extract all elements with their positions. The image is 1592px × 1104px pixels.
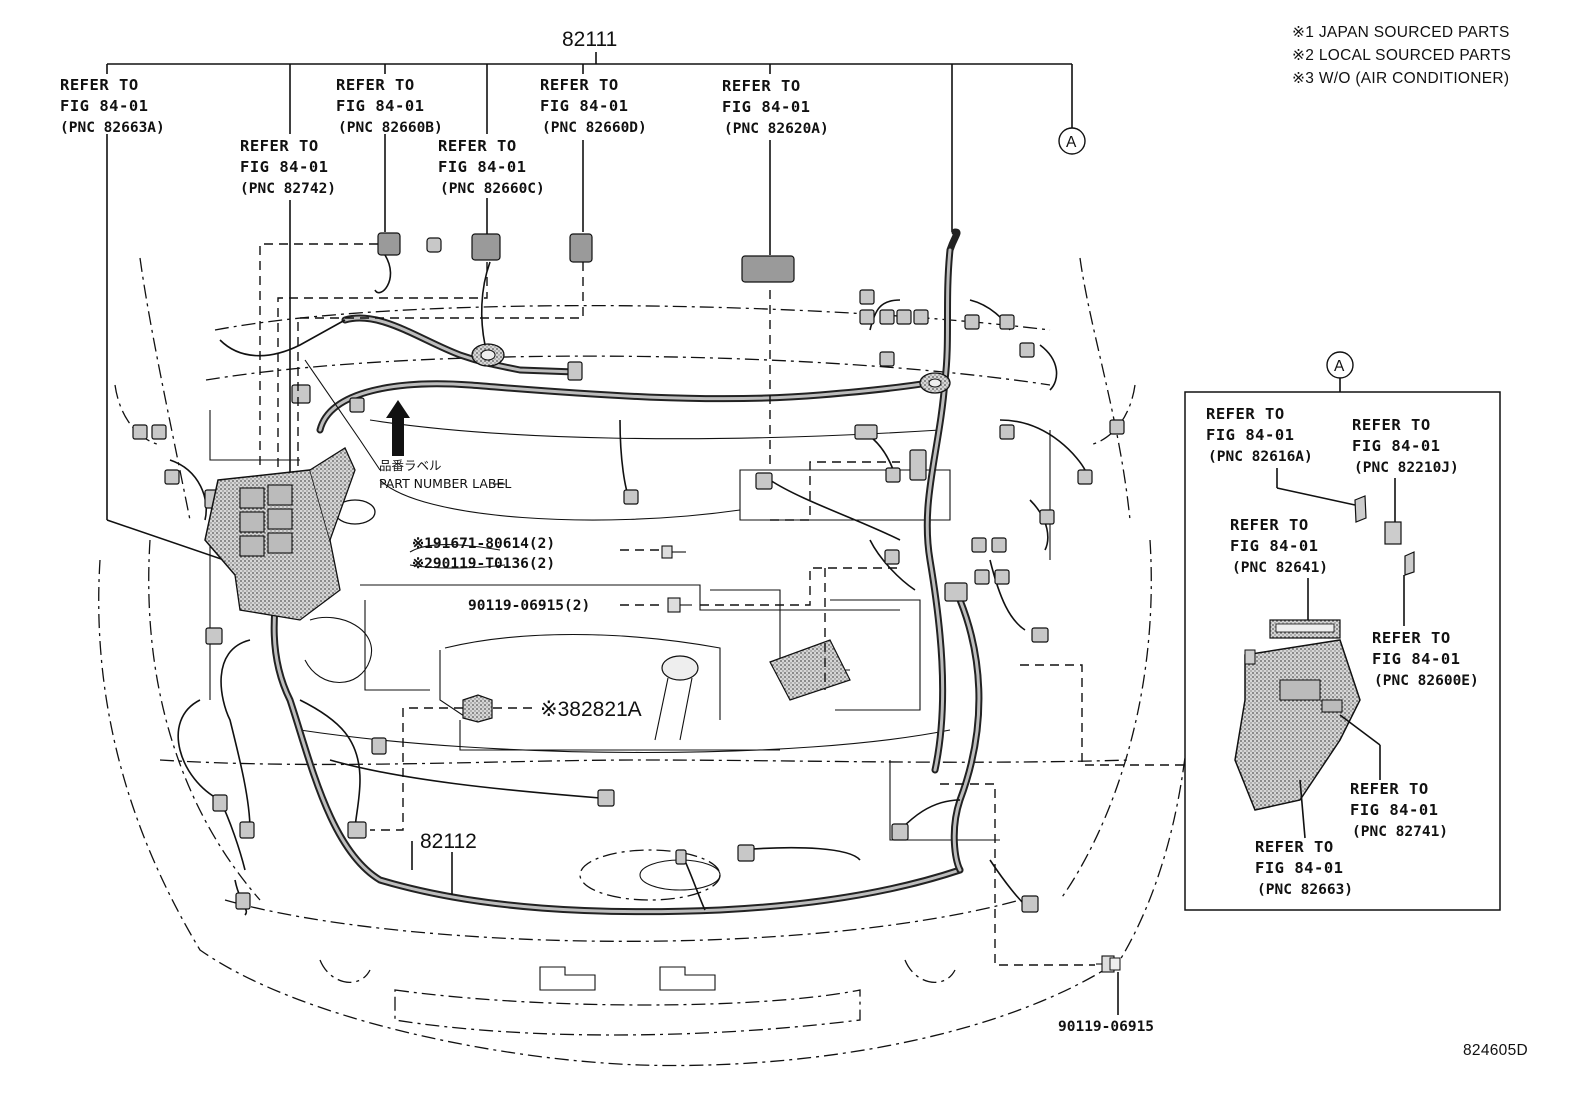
refer-label-82620a: REFER TO FIG 84-01 (PNC 82620A) <box>722 77 829 137</box>
inset-panel-a <box>1184 378 1501 911</box>
inset-refer-82663: REFER TO FIG 84-01 (PNC 82663) <box>1255 838 1353 898</box>
inset-refer-82641: REFER TO FIG 84-01 (PNC 82641) <box>1230 516 1328 576</box>
svg-text:(PNC 82616A): (PNC 82616A) <box>1208 449 1313 465</box>
svg-text:(PNC 82660B): (PNC 82660B) <box>338 120 443 136</box>
callout-a-inset: A <box>1334 358 1345 375</box>
inset-refer-82600e: REFER TO FIG 84-01 (PNC 82600E) <box>1372 629 1479 689</box>
svg-text:(PNC 82660D): (PNC 82660D) <box>542 120 647 136</box>
svg-text:(PNC 82663): (PNC 82663) <box>1257 882 1353 898</box>
fastener-labels: ※191671-80614(2) ※290119-T0136(2) 90119-… <box>412 536 590 614</box>
svg-text:REFER TO: REFER TO <box>1352 416 1431 434</box>
grommets <box>334 343 951 525</box>
notes: ※1 JAPAN SOURCED PARTS ※2 LOCAL SOURCED … <box>1292 24 1511 87</box>
svg-text:FIG 84-01: FIG 84-01 <box>1352 437 1441 455</box>
svg-text:REFER TO: REFER TO <box>60 76 139 94</box>
svg-text:FIG 84-01: FIG 84-01 <box>60 97 149 115</box>
fastener-icons <box>462 545 1121 973</box>
svg-text:REFER TO: REFER TO <box>1372 629 1451 647</box>
note-3: ※3 W/O (AIR CONDITIONER) <box>1292 70 1509 87</box>
svg-text:REFER TO: REFER TO <box>1255 838 1334 856</box>
svg-text:REFER TO: REFER TO <box>438 137 517 155</box>
refer-label-82663a: REFER TO FIG 84-01 (PNC 82663A) <box>60 76 165 136</box>
main-part-number: 82111 <box>562 28 617 51</box>
svg-text:(PNC 82741): (PNC 82741) <box>1352 824 1448 840</box>
svg-text:FIG 84-01: FIG 84-01 <box>1372 650 1461 668</box>
svg-text:FIG 84-01: FIG 84-01 <box>1230 537 1319 555</box>
callout-a-main: A <box>1066 134 1077 151</box>
junction-block-left <box>204 447 356 621</box>
diagram-id: 824605D <box>1463 1042 1528 1059</box>
svg-text:(PNC 82742): (PNC 82742) <box>240 181 336 197</box>
svg-text:(PNC 82641): (PNC 82641) <box>1232 560 1328 576</box>
callout-circles <box>1058 127 1354 379</box>
svg-text:REFER TO: REFER TO <box>1206 405 1285 423</box>
svg-text:(PNC 82620A): (PNC 82620A) <box>724 121 829 137</box>
svg-text:(PNC 82600E): (PNC 82600E) <box>1374 673 1479 689</box>
bottom-bolt-label: 90119-06915 <box>1058 1019 1154 1035</box>
leader-82112 <box>411 841 1119 1015</box>
svg-text:REFER TO: REFER TO <box>722 77 801 95</box>
connectors <box>132 232 1125 913</box>
refer-label-82742: REFER TO FIG 84-01 (PNC 82742) <box>240 137 336 197</box>
svg-text:(PNC 82660C): (PNC 82660C) <box>440 181 545 197</box>
svg-text:FIG 84-01: FIG 84-01 <box>722 98 811 116</box>
svg-text:(PNC 82210J): (PNC 82210J) <box>1354 460 1459 476</box>
vehicle-body-outline <box>98 257 1194 1067</box>
svg-text:FIG 84-01: FIG 84-01 <box>240 158 329 176</box>
wire-harness-82111 <box>169 228 1086 916</box>
fastener-label-1: ※191671-80614(2) <box>412 536 555 552</box>
dashed-leaders <box>259 243 1235 966</box>
part-number-label-jp: 品番ラベル <box>379 458 442 473</box>
svg-text:FIG 84-01: FIG 84-01 <box>540 97 629 115</box>
svg-text:FIG 84-01: FIG 84-01 <box>1255 859 1344 877</box>
lower-harness-label: 82112 <box>420 830 477 853</box>
fastener-label-2: ※290119-T0136(2) <box>412 556 555 572</box>
svg-text:FIG 84-01: FIG 84-01 <box>438 158 527 176</box>
refer-label-82660b: REFER TO FIG 84-01 (PNC 82660B) <box>336 76 443 136</box>
svg-text:REFER TO: REFER TO <box>336 76 415 94</box>
svg-text:REFER TO: REFER TO <box>1230 516 1309 534</box>
svg-text:FIG 84-01: FIG 84-01 <box>336 97 425 115</box>
note-2: ※2 LOCAL SOURCED PARTS <box>1292 47 1511 64</box>
svg-text:(PNC 82663A): (PNC 82663A) <box>60 120 165 136</box>
part-number-label-arrow <box>304 359 410 471</box>
svg-text:FIG 84-01: FIG 84-01 <box>1206 426 1295 444</box>
clip-part-label: ※382821A <box>540 698 642 721</box>
svg-text:REFER TO: REFER TO <box>1350 780 1429 798</box>
inset-refer-82210j: REFER TO FIG 84-01 (PNC 82210J) <box>1352 416 1459 476</box>
svg-text:REFER TO: REFER TO <box>240 137 319 155</box>
svg-text:FIG 84-01: FIG 84-01 <box>1350 801 1439 819</box>
refer-label-82660d: REFER TO FIG 84-01 (PNC 82660D) <box>540 76 647 136</box>
refer-label-82660c: REFER TO FIG 84-01 (PNC 82660C) <box>438 137 545 197</box>
note-1: ※1 JAPAN SOURCED PARTS <box>1292 24 1510 41</box>
svg-text:REFER TO: REFER TO <box>540 76 619 94</box>
engine-details <box>209 410 1051 841</box>
inset-refer-82741: REFER TO FIG 84-01 (PNC 82741) <box>1350 780 1448 840</box>
part-number-label-en: PART NUMBER LABEL <box>379 476 511 491</box>
inset-refer-82616a: REFER TO FIG 84-01 (PNC 82616A) <box>1206 405 1313 465</box>
fastener-label-3: 90119-06915(2) <box>468 598 590 614</box>
